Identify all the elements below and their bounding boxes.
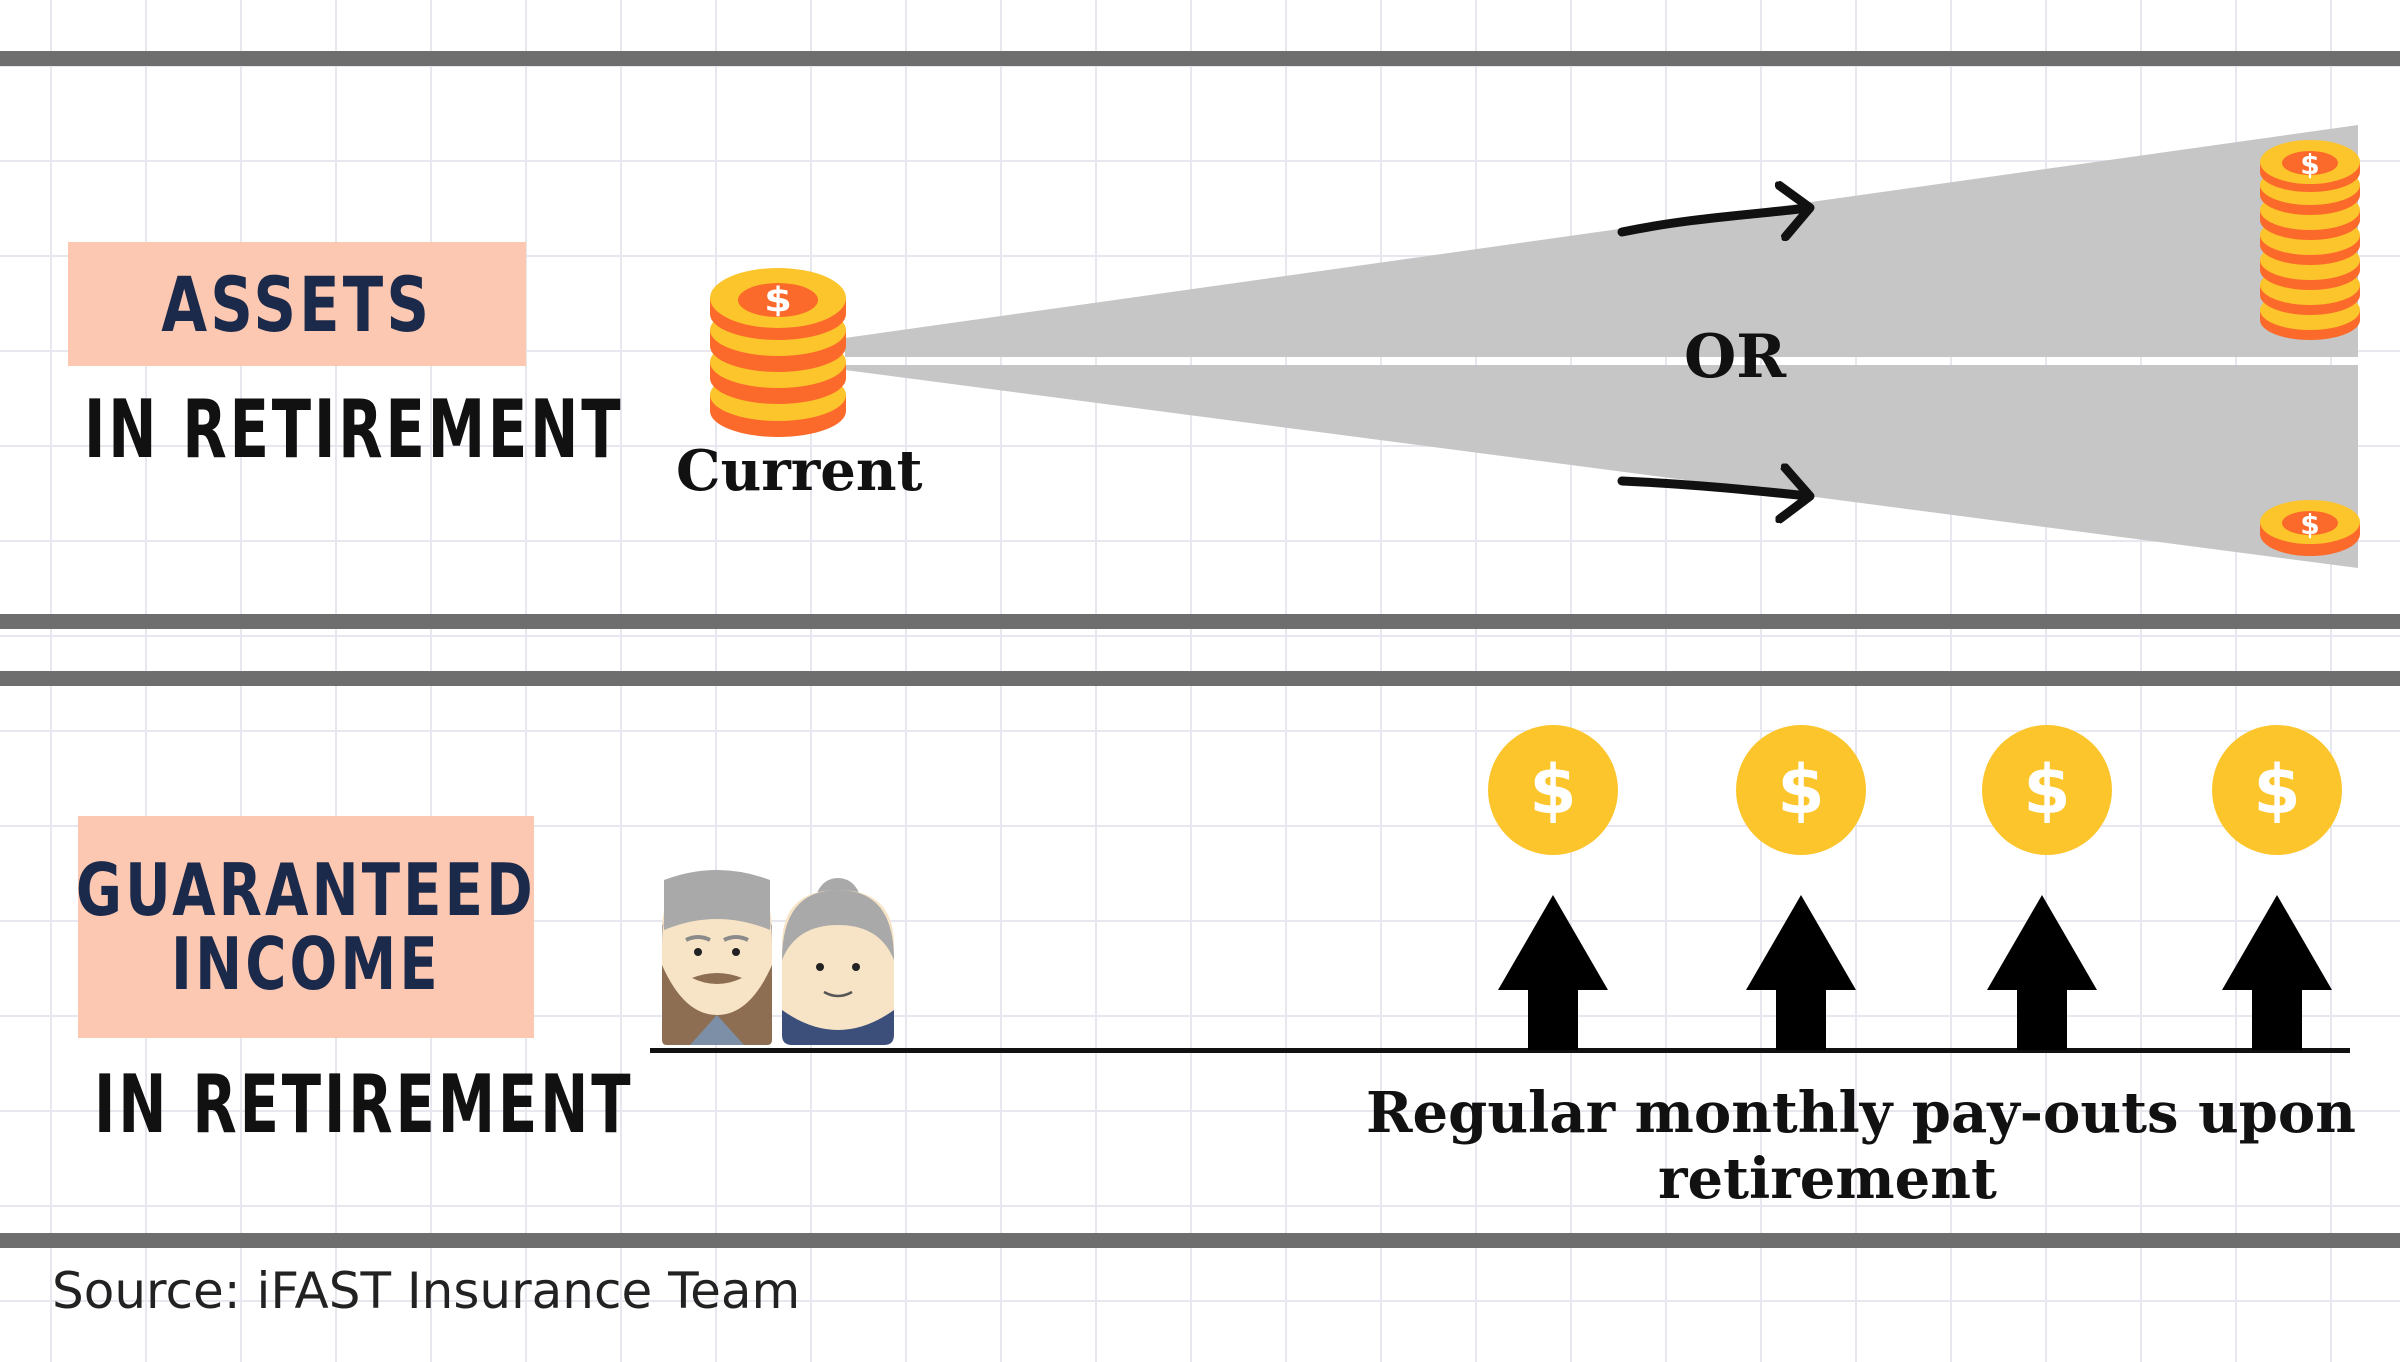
lower-curved-arrow xyxy=(1617,481,1808,496)
middle-divider-lower xyxy=(0,671,2400,686)
middle-divider-upper xyxy=(0,614,2400,629)
svg-text:$: $ xyxy=(2300,148,2319,181)
assets-badge-label: ASSETS xyxy=(161,259,433,349)
payout-coin-symbol-3: $ xyxy=(2023,751,2070,830)
payout-coin-icon-3: $ xyxy=(1982,725,2112,855)
payout-coin-symbol-2: $ xyxy=(1777,751,1824,830)
svg-text:$: $ xyxy=(2300,508,2319,541)
current-label: Current xyxy=(676,438,923,504)
elderly-woman-icon xyxy=(782,878,894,1045)
upper-curved-arrow xyxy=(1617,208,1808,232)
payout-coin-symbol-4: $ xyxy=(2253,751,2300,830)
elderly-man-icon xyxy=(662,870,772,1045)
lower-decline-wedge xyxy=(845,365,2358,568)
guaranteed-income-badge: GUARANTEED INCOME xyxy=(75,816,537,1038)
payout-coin-icon-4: $ xyxy=(2212,725,2342,855)
payout-caption-line1: Regular monthly pay-outs upon xyxy=(1366,1080,2356,1146)
current-coin-stack-icon: $ xyxy=(710,268,846,437)
assets-sub-label: IN RETIREMENT xyxy=(84,383,624,476)
payout-coin-icon-1: $ xyxy=(1488,725,1618,855)
svg-text:$: $ xyxy=(764,280,792,319)
payout-caption-line2: retirement xyxy=(1658,1146,1997,1212)
or-label: OR xyxy=(1684,322,1787,392)
guaranteed-income-badge-line2: INCOME xyxy=(171,922,441,1006)
assets-badge: ASSETS xyxy=(68,242,526,366)
guaranteed-income-badge-line1: GUARANTEED xyxy=(75,848,537,932)
timeline-baseline xyxy=(650,1048,2350,1053)
up-arrow-icon-1 xyxy=(1498,895,1608,1050)
guaranteed-income-sub-label: IN RETIREMENT xyxy=(94,1058,634,1151)
up-arrow-icon-3 xyxy=(1987,895,2097,1050)
upper-growth-wedge xyxy=(845,125,2358,357)
payout-coin-icon-2: $ xyxy=(1736,725,1866,855)
large-coin-stack-icon: $ xyxy=(2260,140,2360,340)
up-arrow-icon-2 xyxy=(1746,895,1856,1050)
single-coin-icon: $ xyxy=(2260,500,2360,556)
source-credit: Source: iFAST Insurance Team xyxy=(52,1262,801,1320)
up-arrow-icon-4 xyxy=(2222,895,2332,1050)
top-divider xyxy=(0,51,2400,66)
bottom-divider xyxy=(0,1233,2400,1248)
payout-coin-symbol-1: $ xyxy=(1529,751,1576,830)
